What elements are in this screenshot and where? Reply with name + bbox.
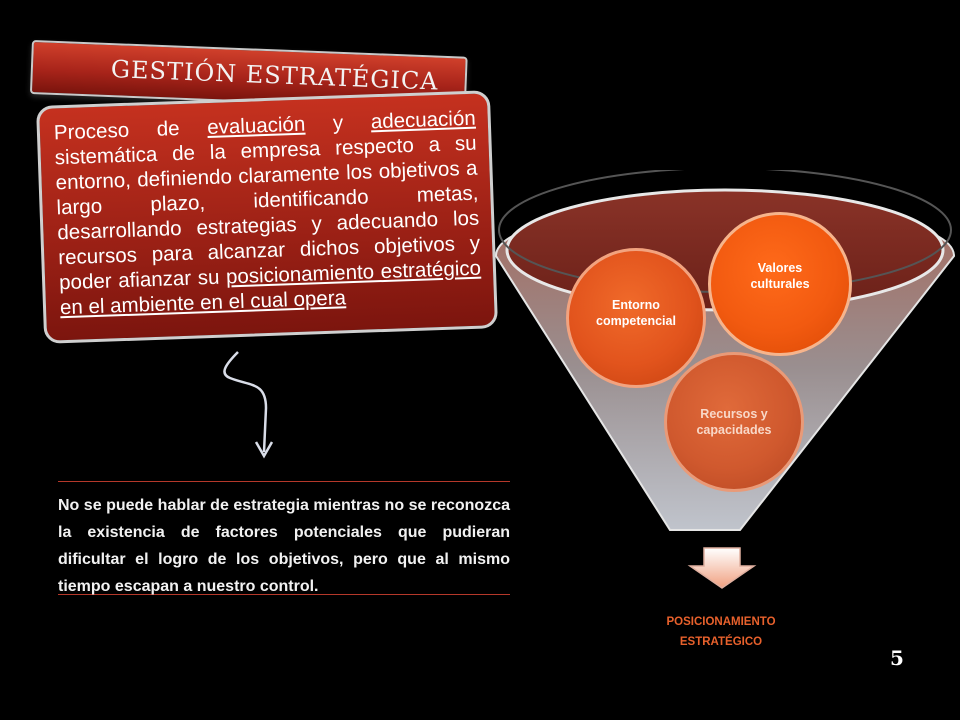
output-label-line2: ESTRATÉGICO [679,636,763,648]
definition-adecuacion: adecuación [370,106,477,134]
page-title: GESTIÓN ESTRATÉGICA [110,55,440,96]
definition-part1: Proceso de [53,116,208,145]
output-arrow-icon [687,547,757,589]
output-label-line1: POSICIONAMIENTO [666,616,776,628]
label-recursos: Recursos y capacidades [696,407,772,437]
definition-evaluacion: evaluación [206,112,306,140]
note-text: No se puede hablar de estrategia mientra… [58,497,510,595]
curved-arrow-icon [223,351,274,459]
definition-box: Proceso de evaluación y adecuación siste… [36,90,499,344]
circle-valores: Valores culturales [708,212,852,356]
circle-entorno: Entorno competencial [566,248,706,388]
label-entorno: Entorno competencial [596,298,676,328]
definition-text: Proceso de evaluación y adecuación siste… [54,106,483,321]
circle-recursos: Recursos y capacidades [664,352,804,492]
page-number: 5 [890,646,904,670]
note-block: No se puede hablar de estrategia mientra… [58,481,510,595]
label-valores: Valores culturales [750,261,810,291]
definition-part2: y [304,110,372,136]
output-label: POSICIONAMIENTO ESTRATÉGICO [646,612,796,652]
